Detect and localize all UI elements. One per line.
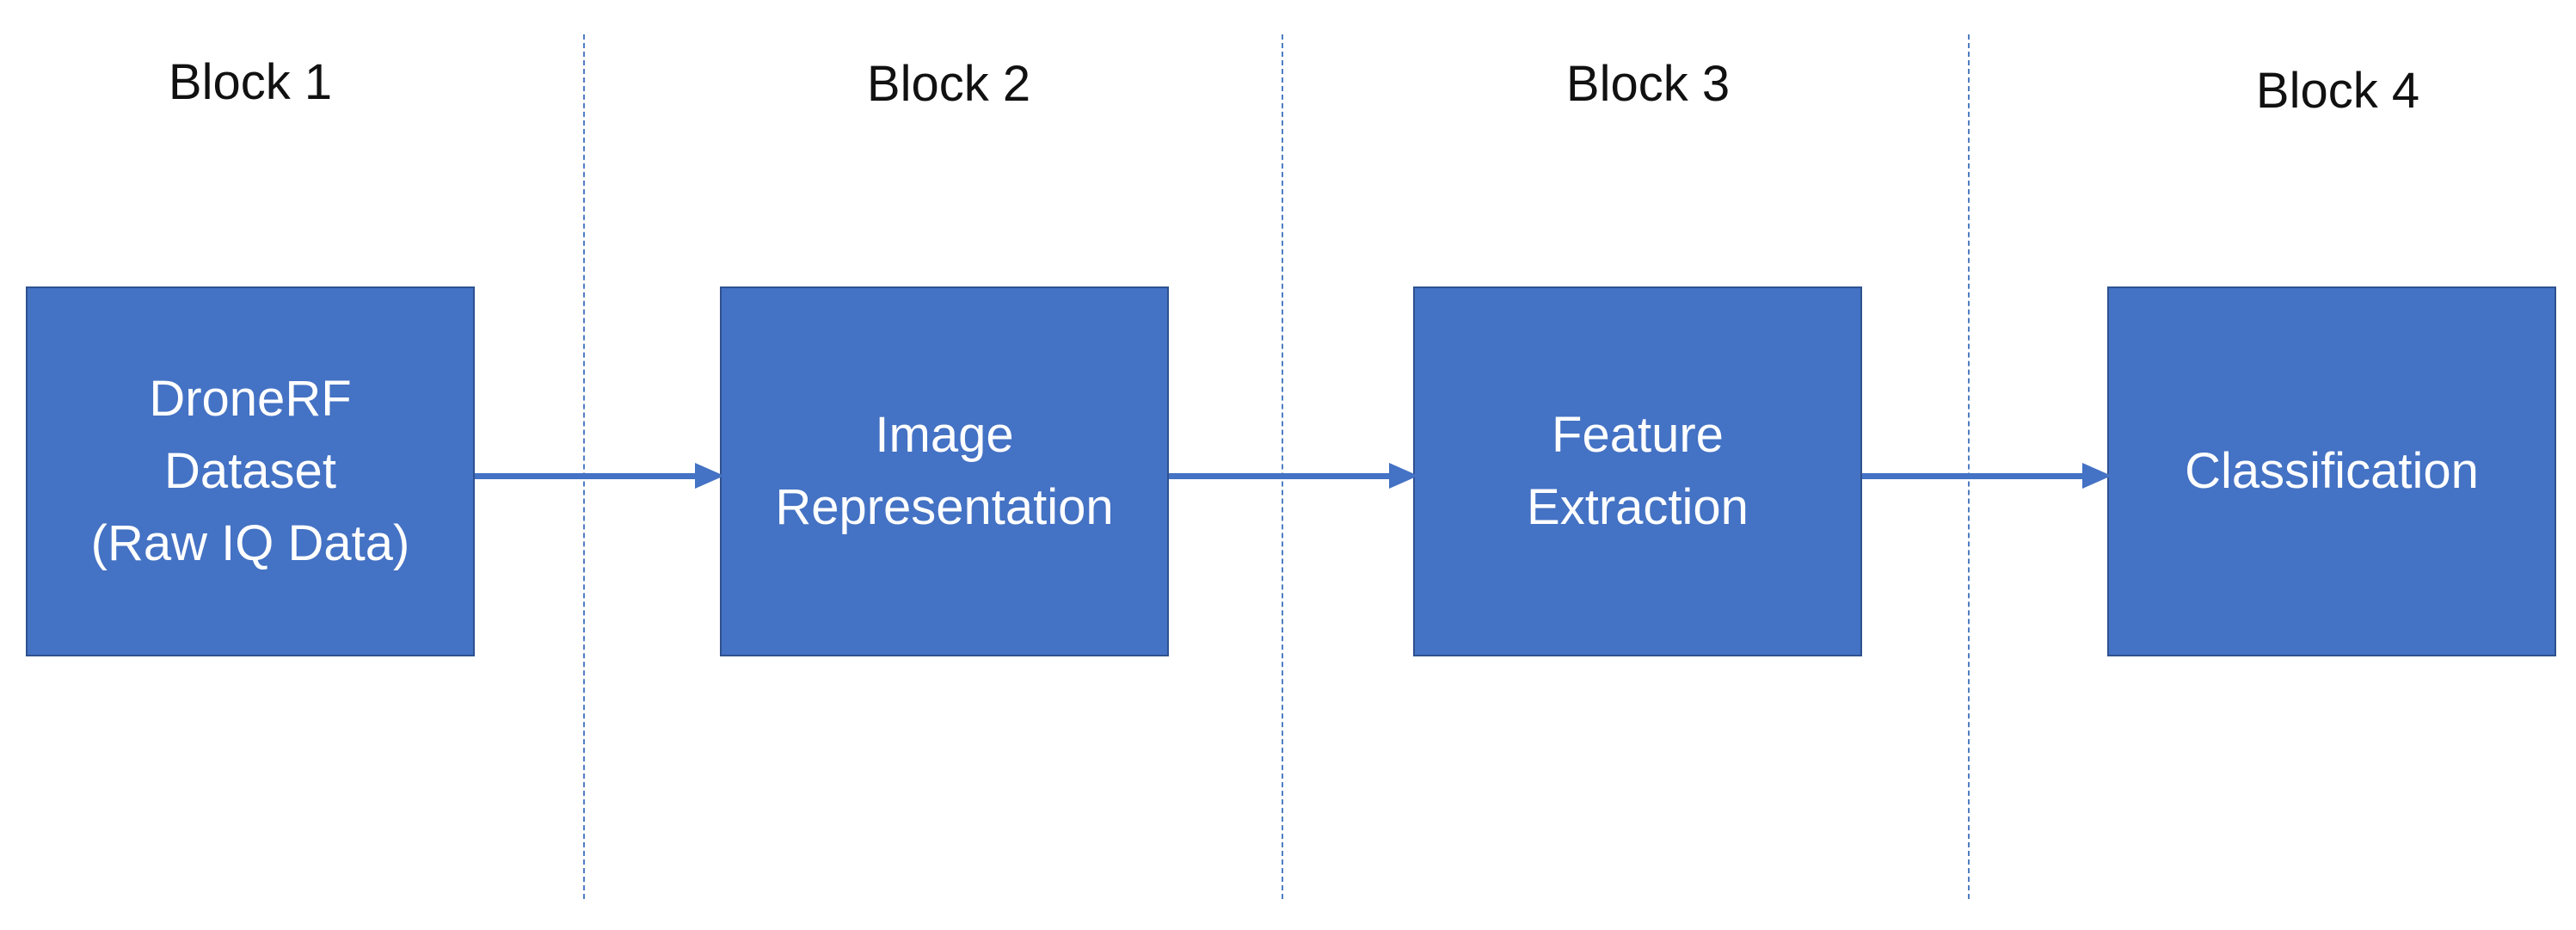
arrow-3-to-4 [1862,463,2112,489]
image-representation-label: Image Representation [765,399,1123,544]
box-2-line-2: Representation [775,479,1114,535]
block-1-heading: Block 1 [168,54,333,110]
feature-extraction-box: Feature Extraction [1413,286,1862,656]
box-1-line-1: DroneRF [149,370,352,427]
divider-2 [1282,34,1283,899]
image-representation-box: Image Representation [720,286,1169,656]
box-4-line-1: Classification [2185,442,2479,499]
box-1-line-3: (Raw IQ Data) [90,515,410,572]
divider-1 [583,34,585,899]
box-2-line-1: Image [875,406,1014,463]
box-3-line-2: Extraction [1527,479,1749,535]
divider-3 [1968,34,1970,899]
classification-box: Classification [2107,286,2556,656]
box-3-line-1: Feature [1552,406,1724,463]
classification-label: Classification [2174,435,2489,508]
block-2-heading: Block 2 [866,56,1031,112]
block-3-heading: Block 3 [1565,56,1731,112]
box-1-line-2: Dataset [164,442,336,499]
block-4-heading: Block 4 [2255,63,2420,119]
dronerf-dataset-box: DroneRF Dataset (Raw IQ Data) [26,286,475,656]
dronerf-dataset-label: DroneRF Dataset (Raw IQ Data) [81,363,421,580]
feature-extraction-label: Feature Extraction [1516,399,1759,544]
arrow-2-to-3 [1169,463,1418,489]
arrow-1-to-2 [475,463,724,489]
